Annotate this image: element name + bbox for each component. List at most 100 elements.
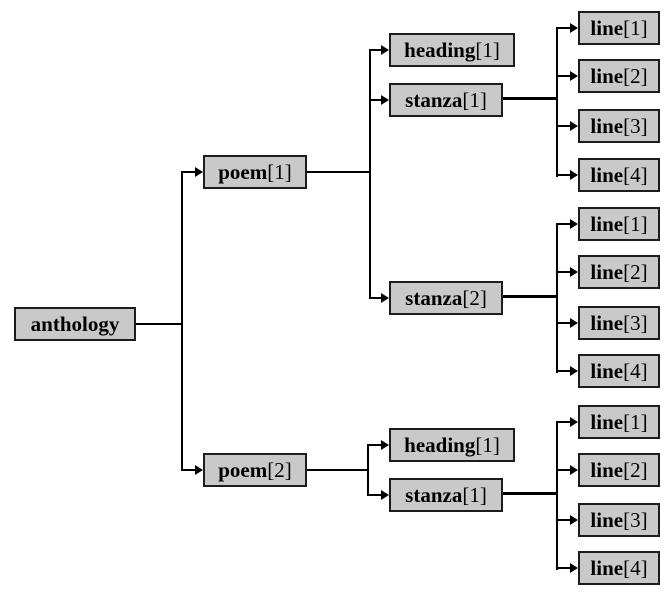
node-label: anthology <box>30 311 120 336</box>
node-label: line <box>590 507 624 532</box>
node-label: heading <box>404 432 476 457</box>
tree-node-poem-1-stanza-2-line-2: line[2] <box>578 255 660 289</box>
tree-node-poem-2-stanza-1-line-3: line[3] <box>578 503 660 537</box>
arrowhead-icon <box>570 417 578 427</box>
tree-node-poem-1-heading-1: heading[1] <box>389 33 515 67</box>
connector-line <box>369 49 371 299</box>
node-label: line <box>590 259 624 284</box>
tree-node-poem-1-stanza-2-line-1: line[1] <box>578 207 660 241</box>
connector-line <box>556 421 558 570</box>
arrowhead-icon <box>381 45 389 55</box>
node-index-label: [4] <box>623 358 648 383</box>
node-index-label: [1] <box>462 482 487 507</box>
connector-line <box>307 171 370 173</box>
tree-node-poem-2: poem[2] <box>203 453 307 487</box>
connector-line <box>181 469 197 471</box>
connector-line <box>369 49 383 51</box>
node-label: line <box>590 113 624 138</box>
node-label: line <box>590 162 624 187</box>
node-index-label: [1] <box>475 432 500 457</box>
tree-node-poem-1-stanza-2-line-3: line[3] <box>578 306 660 340</box>
node-index-label: [2] <box>267 457 292 482</box>
connector-line <box>503 295 557 298</box>
node-index-label: [3] <box>623 507 648 532</box>
connector-line <box>556 421 572 423</box>
connector-line <box>556 223 572 225</box>
tree-node-poem-2-stanza-1-line-4: line[4] <box>578 551 660 585</box>
tree-node-poem-1-stanza-1-line-4: line[4] <box>578 158 660 192</box>
connector-line <box>367 444 369 496</box>
connector-line <box>556 271 572 273</box>
arrowhead-icon <box>381 490 389 500</box>
node-label: line <box>590 358 624 383</box>
connector-line <box>503 492 557 495</box>
connector-line <box>369 297 383 299</box>
node-label: line <box>590 63 624 88</box>
arrowhead-icon <box>195 167 203 177</box>
tree-node-poem-2-heading-1: heading[1] <box>389 428 515 462</box>
node-label: poem <box>218 457 268 482</box>
arrowhead-icon <box>570 515 578 525</box>
node-index-label: [4] <box>623 162 648 187</box>
connector-line <box>503 97 557 100</box>
arrowhead-icon <box>381 95 389 105</box>
connector-line <box>556 370 572 372</box>
arrowhead-icon <box>381 293 389 303</box>
connector-line <box>556 469 572 471</box>
connector-line <box>556 75 572 77</box>
node-label: line <box>590 211 624 236</box>
arrowhead-icon <box>570 366 578 376</box>
connector-line <box>556 174 572 176</box>
node-label: line <box>590 457 624 482</box>
arrowhead-icon <box>570 23 578 33</box>
arrowhead-icon <box>570 318 578 328</box>
connector-line <box>307 469 369 471</box>
node-index-label: [4] <box>623 555 648 580</box>
connector-line <box>556 223 558 373</box>
tree-node-poem-1-stanza-1-line-3: line[3] <box>578 109 660 143</box>
tree-node-poem-1-stanza-1-line-2: line[2] <box>578 59 660 93</box>
arrowhead-icon <box>570 465 578 475</box>
connector-line <box>556 27 572 29</box>
node-index-label: [1] <box>623 15 648 40</box>
node-index-label: [2] <box>623 457 648 482</box>
connector-line <box>369 99 383 101</box>
connector-line <box>367 494 383 496</box>
connector-line <box>556 27 558 177</box>
tree-node-poem-1: poem[1] <box>203 155 307 189</box>
node-index-label: [2] <box>623 259 648 284</box>
tree-node-poem-2-stanza-1-line-2: line[2] <box>578 453 660 487</box>
arrowhead-icon <box>570 267 578 277</box>
node-index-label: [2] <box>623 63 648 88</box>
connector-line <box>556 519 572 521</box>
connector-line <box>181 171 197 173</box>
node-label: poem <box>218 159 268 184</box>
tree-node-poem-2-stanza-1: stanza[1] <box>389 478 503 512</box>
arrowhead-icon <box>381 440 389 450</box>
node-index-label: [3] <box>623 113 648 138</box>
tree-node-poem-1-stanza-2-line-4: line[4] <box>578 354 660 388</box>
arrowhead-icon <box>570 219 578 229</box>
arrowhead-icon <box>195 465 203 475</box>
connector-line <box>136 323 182 325</box>
arrowhead-icon <box>570 71 578 81</box>
node-index-label: [1] <box>623 409 648 434</box>
node-index-label: [1] <box>462 87 487 112</box>
node-label: line <box>590 555 624 580</box>
node-label: stanza <box>405 285 463 310</box>
connector-line <box>367 444 383 446</box>
arrowhead-icon <box>570 121 578 131</box>
node-label: heading <box>404 37 476 62</box>
node-index-label: [1] <box>475 37 500 62</box>
node-label: line <box>590 409 624 434</box>
connector-line <box>556 322 572 324</box>
tree-node-anthology: anthology <box>14 307 136 341</box>
node-index-label: [3] <box>623 310 648 335</box>
node-index-label: [1] <box>267 159 292 184</box>
node-label: stanza <box>405 87 463 112</box>
arrowhead-icon <box>570 170 578 180</box>
tree-node-poem-1-stanza-1: stanza[1] <box>389 83 503 117</box>
node-label: stanza <box>405 482 463 507</box>
tree-node-poem-2-stanza-1-line-1: line[1] <box>578 405 660 439</box>
